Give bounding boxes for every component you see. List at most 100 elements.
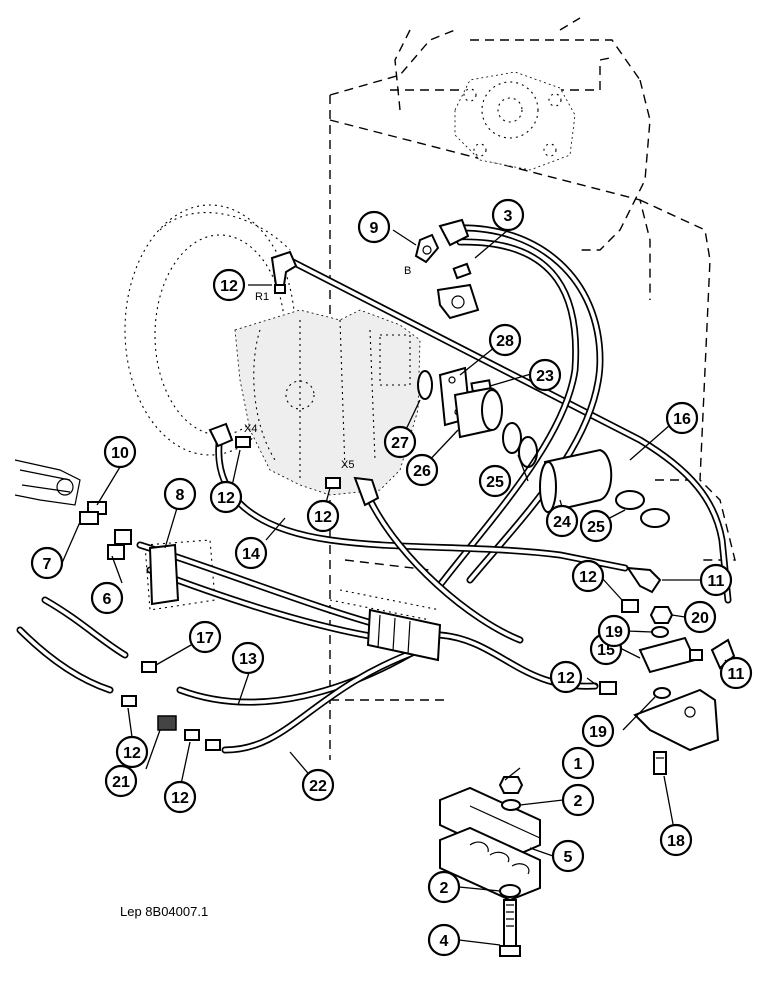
hose-22: [221, 646, 424, 754]
svg-text:25: 25: [486, 474, 504, 491]
fitting-21: [157, 715, 177, 731]
callout-3: 3: [491, 198, 525, 232]
callout-12-x4: 12: [209, 480, 243, 514]
washer-19-lower: [653, 687, 671, 699]
callout-25-lower: 25: [579, 509, 613, 543]
fitting-17: [141, 661, 157, 673]
left-valve-block: [14, 459, 81, 506]
svg-text:10: 10: [111, 445, 129, 462]
svg-text:5: 5: [564, 849, 573, 866]
callout-7: 7: [30, 546, 64, 580]
port-label-b: B: [404, 265, 411, 277]
callout-1: 1: [561, 746, 595, 780]
svg-text:12: 12: [314, 509, 332, 526]
nut-1: [498, 776, 524, 794]
svg-text:12: 12: [557, 670, 575, 687]
washer-19-upper: [651, 626, 669, 638]
left-loose-hoses: [16, 596, 129, 694]
svg-text:18: 18: [667, 833, 685, 850]
hose-clamp-bar: [366, 608, 442, 662]
fitting-9-adapter: [414, 233, 440, 264]
callout-16: 16: [665, 401, 699, 435]
svg-text:16: 16: [673, 411, 691, 428]
svg-text:9: 9: [370, 220, 379, 237]
port-label-r1: R1: [255, 291, 269, 303]
svg-text:23: 23: [536, 368, 554, 385]
svg-text:25: 25: [587, 519, 605, 536]
fitting-6-pair: [107, 529, 132, 560]
port-label-x5: X5: [341, 459, 354, 471]
sleeve-24: [539, 448, 613, 514]
svg-text:26: 26: [413, 463, 431, 480]
svg-text:3: 3: [504, 208, 513, 225]
port-label-x4: X4: [244, 423, 257, 435]
svg-text:12: 12: [171, 790, 189, 807]
bolt-4: [499, 899, 521, 957]
washer-2-lower: [499, 884, 521, 898]
fitting-x5: [325, 476, 380, 507]
callout-4: 4: [427, 923, 461, 957]
nut-20: [649, 606, 674, 624]
clamp-5-upper: [439, 786, 541, 860]
hose-from-3-long: [436, 224, 604, 589]
callout-9: 9: [357, 210, 391, 244]
svg-text:2: 2: [574, 793, 583, 810]
svg-text:6: 6: [103, 591, 112, 608]
callout-28: 28: [488, 323, 522, 357]
callout-11-lower: 11: [719, 656, 753, 690]
pump-flange-cover: [454, 71, 576, 171]
svg-text:22: 22: [309, 778, 327, 795]
callout-18: 18: [659, 823, 693, 857]
svg-text:20: 20: [691, 610, 709, 627]
callout-2-upper: 2: [561, 783, 595, 817]
fitting-r1-elbow: [270, 250, 298, 294]
callout-6: 6: [90, 581, 124, 615]
hose-13: [176, 644, 424, 706]
o-ring-27: [417, 370, 433, 400]
svg-text:19: 19: [589, 724, 607, 741]
callout-10: 10: [103, 435, 137, 469]
fitting-10-block: [79, 501, 107, 525]
callout-17: 17: [188, 620, 222, 654]
svg-text:19: 19: [605, 624, 623, 641]
fitting-3-elbow: [436, 218, 480, 320]
hose-clamps-25-lower: [615, 490, 670, 528]
callout-12-right-upper: 12: [571, 559, 605, 593]
callout-13: 13: [231, 641, 265, 675]
fitting-12-right-lower: [599, 681, 617, 695]
svg-text:12: 12: [217, 490, 235, 507]
callout-19-upper: 19: [597, 614, 631, 648]
svg-text:24: 24: [553, 514, 571, 531]
callout-24: 24: [545, 504, 579, 538]
callout-23: 23: [528, 358, 562, 392]
callout-22: 22: [301, 768, 335, 802]
callout-12-x5: 12: [306, 499, 340, 533]
svg-text:13: 13: [239, 651, 257, 668]
washer-2-upper: [501, 799, 521, 811]
callout-12-right-lower: 12: [549, 660, 583, 694]
svg-text:14: 14: [242, 546, 260, 563]
svg-text:2: 2: [440, 880, 449, 897]
bolt-18: [653, 751, 667, 775]
callout-21: 21: [104, 764, 138, 798]
svg-text:28: 28: [496, 333, 514, 350]
hose-8-plate: [148, 543, 180, 606]
fitting-12-right-upper: [621, 599, 639, 613]
fitting-x4: [208, 422, 251, 448]
bolt-23: [470, 379, 492, 393]
fitting-12-left-lower: [121, 695, 137, 707]
main-pump-body: [234, 309, 421, 496]
svg-text:21: 21: [112, 774, 130, 791]
callout-2-lower: 2: [427, 870, 461, 904]
hose-x5: [366, 496, 524, 644]
svg-text:11: 11: [728, 666, 745, 683]
hose-clamps-25-upper: [502, 422, 538, 468]
svg-text:11: 11: [708, 573, 725, 590]
callout-26: 26: [405, 453, 439, 487]
fitting-12-bottom: [184, 729, 221, 751]
filter-26: [453, 386, 503, 439]
callout-20: 20: [683, 600, 717, 634]
svg-text:12: 12: [123, 745, 141, 762]
fitting-11-upper: [626, 566, 662, 594]
svg-text:4: 4: [440, 933, 449, 950]
